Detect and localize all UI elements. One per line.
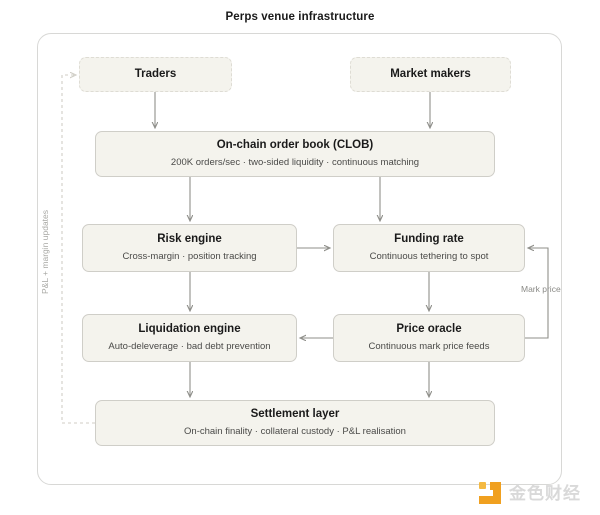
- watermark: 金色财经: [478, 481, 581, 505]
- jinse-logo-icon: [479, 482, 501, 504]
- edge-settlement-to-traders-feedback: [61, 75, 95, 424]
- node-settlement-layer[interactable]: Settlement layer On-chain finality · col…: [95, 400, 495, 446]
- node-risk-engine-title: Risk engine: [157, 233, 222, 246]
- node-traders-title: Traders: [134, 67, 177, 80]
- edge-label-pnl-text: P&L + margin updates: [40, 209, 50, 295]
- node-liquidation-engine-title: Liquidation engine: [138, 323, 241, 336]
- watermark-text: 金色财经: [509, 483, 581, 503]
- node-clob[interactable]: On-chain order book (CLOB) 200K orders/s…: [95, 131, 495, 177]
- edge-label-pnl-margin-updates: P&L + margin updates: [38, 196, 52, 308]
- node-market-makers-title: Market makers: [390, 67, 471, 80]
- node-traders[interactable]: Traders: [79, 57, 232, 92]
- edge-label-mark-price: Mark price: [521, 284, 561, 294]
- node-clob-subtitle: 200K orders/sec · two-sided liquidity · …: [170, 157, 420, 169]
- node-market-makers[interactable]: Market makers: [350, 57, 511, 92]
- node-risk-engine[interactable]: Risk engine Cross-margin · position trac…: [82, 224, 297, 272]
- node-price-oracle-title: Price oracle: [396, 323, 462, 336]
- node-risk-engine-subtitle: Cross-margin · position tracking: [122, 251, 257, 263]
- node-settlement-layer-title: Settlement layer: [250, 408, 340, 421]
- node-funding-rate[interactable]: Funding rate Continuous tethering to spo…: [333, 224, 525, 272]
- node-clob-title: On-chain order book (CLOB): [216, 139, 374, 152]
- page-title: Perps venue infrastructure: [225, 11, 375, 23]
- node-funding-rate-title: Funding rate: [394, 233, 464, 246]
- edge-oracle-to-funding-markprice: [525, 248, 549, 339]
- node-settlement-layer-subtitle: On-chain finality · collateral custody ·…: [184, 426, 406, 438]
- node-funding-rate-subtitle: Continuous tethering to spot: [369, 251, 489, 263]
- node-price-oracle-subtitle: Continuous mark price feeds: [368, 341, 490, 353]
- node-liquidation-engine-subtitle: Auto-deleverage · bad debt prevention: [108, 341, 271, 353]
- node-liquidation-engine[interactable]: Liquidation engine Auto-deleverage · bad…: [82, 314, 297, 362]
- node-price-oracle[interactable]: Price oracle Continuous mark price feeds: [333, 314, 525, 362]
